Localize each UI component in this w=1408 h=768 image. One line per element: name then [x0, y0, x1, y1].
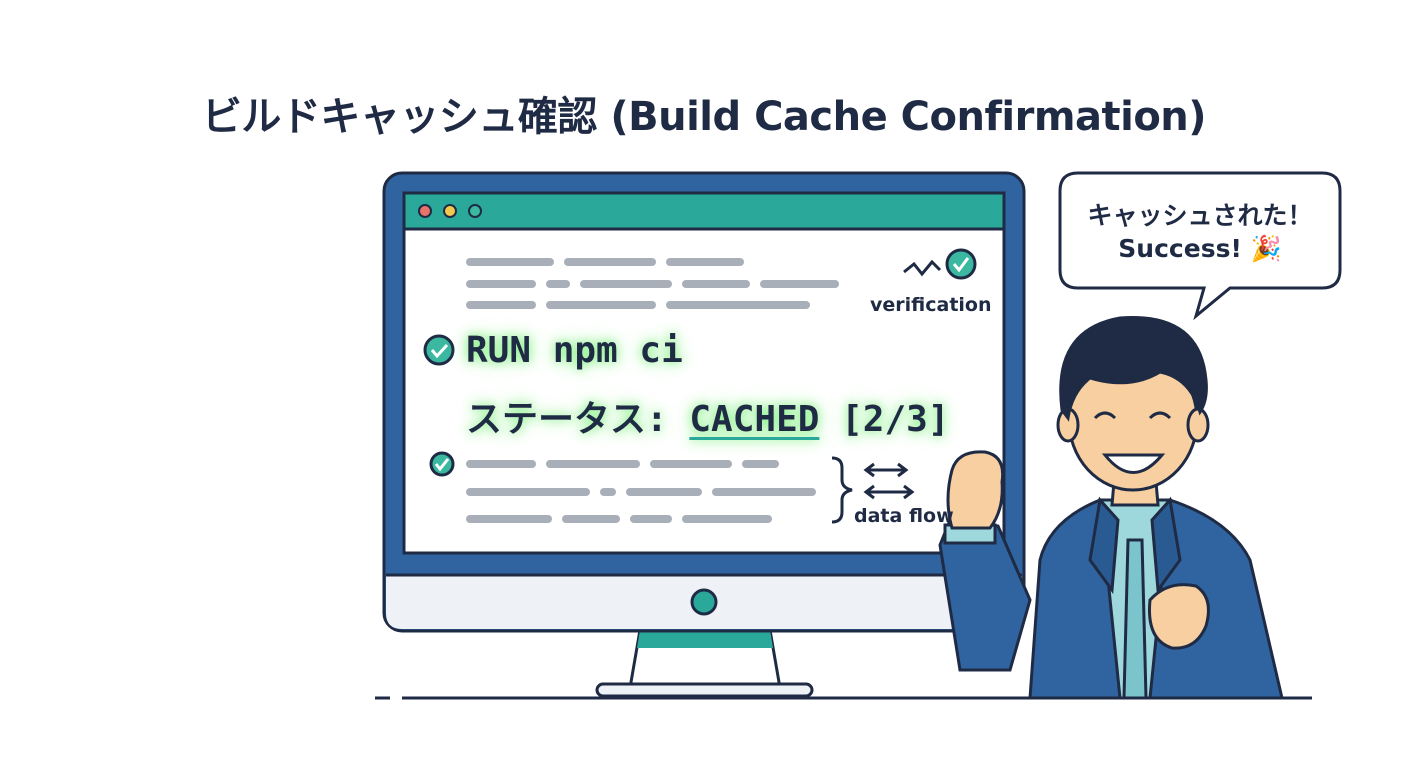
check-circle-small-icon — [429, 451, 455, 477]
page-title: ビルドキャッシュ確認 (Build Cache Confirmation) — [201, 94, 1207, 140]
person-illustration — [938, 316, 1284, 700]
speech-bubble — [1058, 171, 1342, 321]
verification-label: verification — [870, 294, 992, 316]
window-titlebar — [402, 191, 1006, 231]
placeholder-lines-top — [466, 258, 839, 309]
data-flow-label: data flow — [854, 505, 954, 527]
bubble-line-1: キャッシュされた！ — [1087, 201, 1313, 230]
progress-indicator: [2/3] — [841, 399, 950, 440]
command-text: RUN npm ci — [466, 330, 683, 371]
status-line: ステータス: CACHED [2/3] — [466, 390, 949, 442]
check-circle-icon — [423, 334, 455, 366]
monitor-stand — [595, 628, 814, 698]
verification-trend-icon — [903, 248, 977, 280]
minimize-dot-icon — [443, 204, 457, 218]
status-label: ステータス: — [466, 399, 668, 440]
maximize-dot-icon — [468, 204, 482, 218]
data-flow-icon — [831, 456, 915, 524]
placeholder-lines-bottom — [466, 460, 816, 523]
power-button-icon — [690, 588, 718, 616]
status-value: CACHED — [689, 399, 820, 440]
close-dot-icon — [418, 204, 432, 218]
bubble-line-2: Success! 🎉 — [1118, 234, 1282, 263]
